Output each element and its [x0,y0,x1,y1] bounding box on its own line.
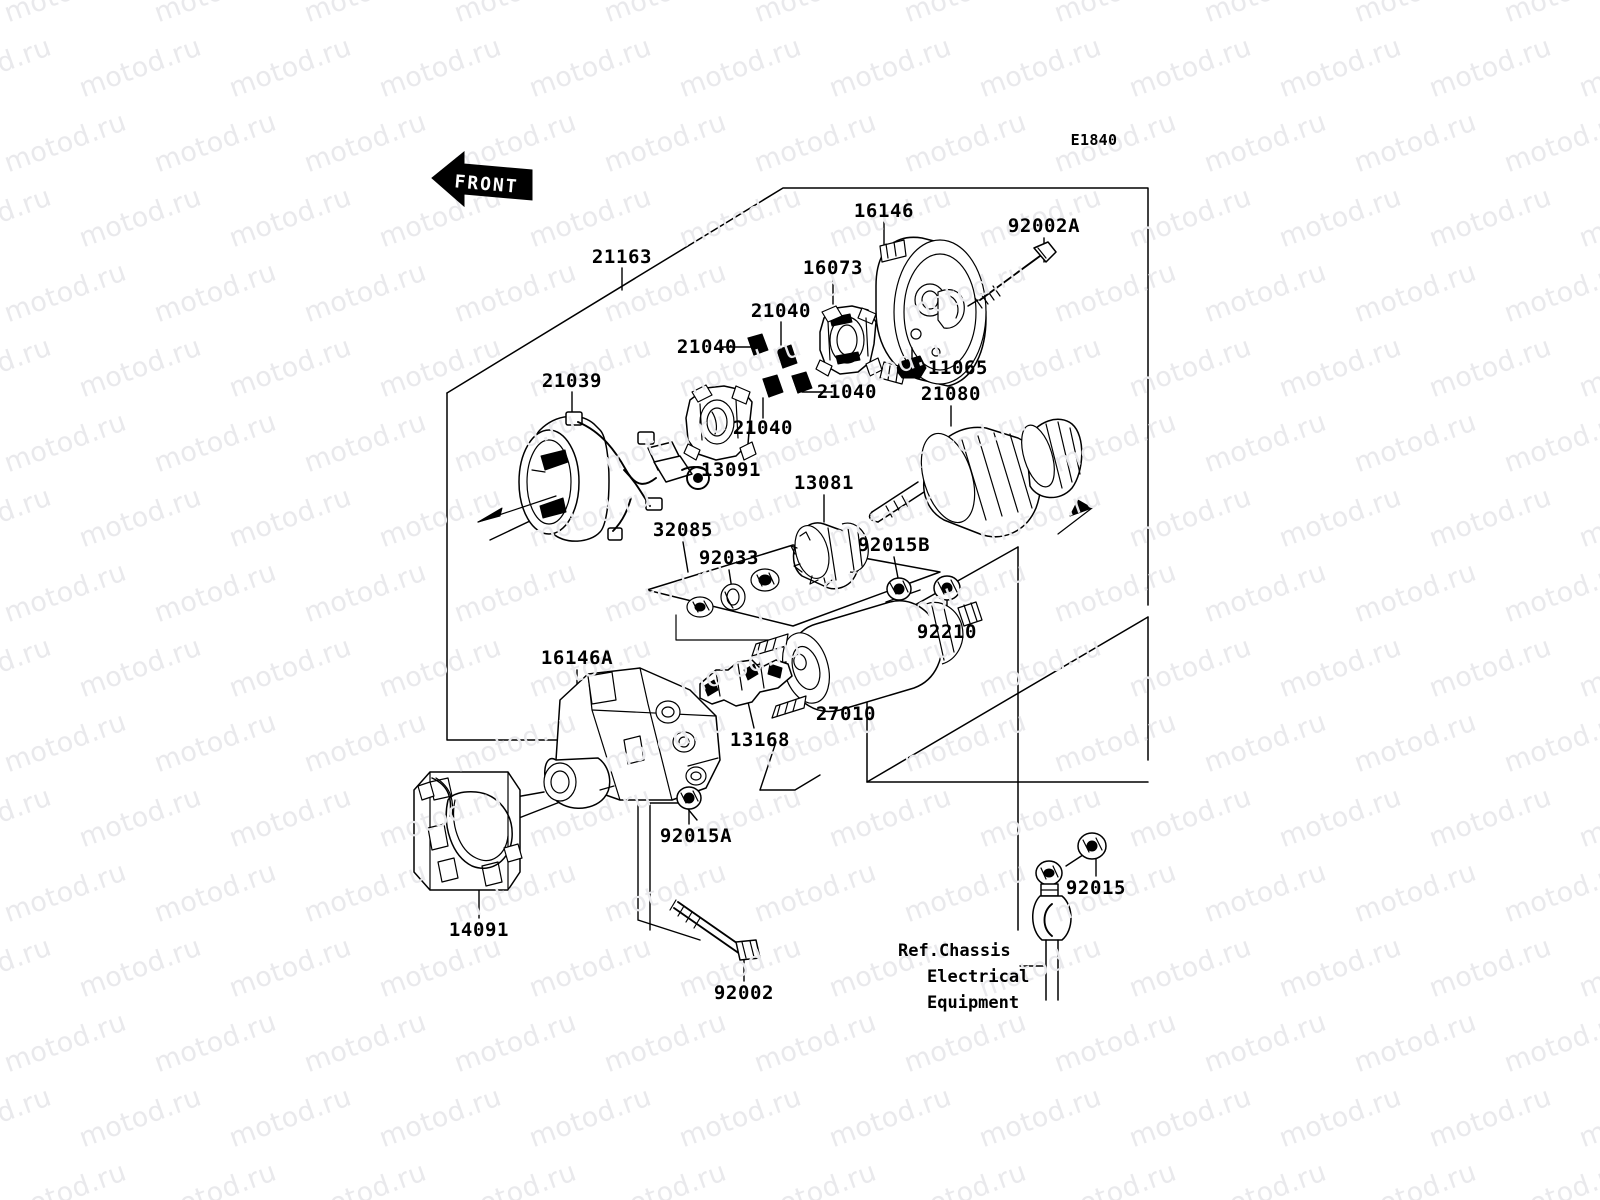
part-13168-shift-lever [699,659,793,707]
part-label-13091: 13091 [700,459,762,481]
brush-d [791,371,813,394]
part-label-92015B: 92015B [857,534,931,556]
part-13091-brush-lead-holder [683,384,757,461]
reference-note-line-2: Electrical [927,967,1030,987]
part-27010-solenoid [751,600,983,719]
part-label-13168: 13168 [729,729,791,751]
part-label-92210: 92210 [916,621,978,643]
part-label-21163: 21163 [591,246,653,268]
part-label-92033: 92033 [698,547,760,569]
part-label-92002A: 92002A [1007,215,1081,237]
reference-note-line-1: Ref.Chassis [898,941,1011,961]
part-16146-end-cover [875,236,987,387]
part-92210-nut [933,575,961,601]
ref-chassis-connector [1019,860,1072,1001]
part-label-16146: 16146 [853,200,915,222]
part-label-27010: 27010 [815,703,877,725]
part-92002-bolt [669,899,761,961]
part-label-21039: 21039 [541,370,603,392]
part-21080-armature [868,418,1093,538]
part-14091-cover-plate [413,771,523,891]
part-11065-cap [895,347,927,379]
part-92002A-through-bolt [967,241,1057,309]
brush-c [762,374,784,398]
part-label-16146A: 16146A [540,647,614,669]
part-label-14091: 14091 [448,919,510,941]
part-13081-pinion-clutch [790,522,869,590]
front-direction-marker: FRONT [431,150,533,208]
diagram-code: E1840 [1070,131,1118,149]
part-label-21040-lower: 21040 [732,417,794,439]
part-label-21080: 21080 [920,383,982,405]
brush-b [776,344,798,369]
part-32085-seal-kit [686,568,780,618]
part-label-11065: 11065 [927,357,989,379]
part-label-21040-right: 21040 [816,381,878,403]
reference-note-line-3: Equipment [927,993,1020,1013]
part-label-92015: 92015 [1065,877,1127,899]
part-92015A-nut [676,786,702,810]
part-label-16073: 16073 [802,257,864,279]
part-label-13081: 13081 [793,472,855,494]
part-label-21040-left: 21040 [676,336,738,358]
part-label-32085: 32085 [652,519,714,541]
part-label-92015A: 92015A [659,825,733,847]
part-21039-yoke [477,411,710,542]
part-label-92002: 92002 [713,982,775,1004]
part-16146A-front-bracket [543,667,721,809]
part-92015B-nut [886,577,912,601]
part-21040-brushes [747,333,813,398]
part-label-21040-upper: 21040 [750,300,812,322]
part-92015-nut [1077,832,1107,860]
reference-note: Ref.Chassis Electrical Equipment [898,938,1029,1016]
brush-a [747,333,769,356]
